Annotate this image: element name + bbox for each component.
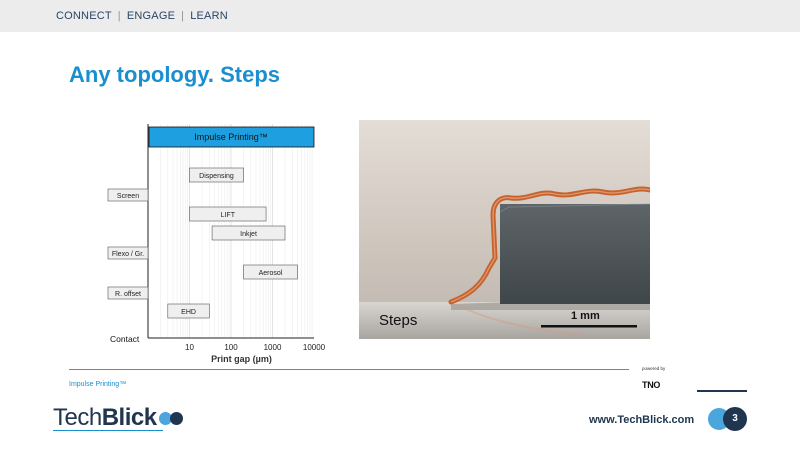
chart-bar-label: Impulse Printing™	[194, 132, 268, 142]
chart-x-tick-label: 10000	[303, 343, 326, 352]
website-link[interactable]: www.TechBlick.com	[589, 414, 695, 426]
photo-caption: Steps	[379, 312, 418, 329]
chart-y-category-label: Screen	[117, 193, 139, 200]
logo-text-light: Tech	[53, 404, 102, 431]
chart-bar	[243, 264, 298, 280]
chart-y-category-label: Contact	[110, 334, 140, 344]
nav-item-connect[interactable]: CONNECT	[56, 10, 112, 22]
chart-bar	[189, 206, 267, 222]
chart-x-tick-label: 1000	[264, 343, 282, 352]
logo-text-bold: Blick	[101, 404, 157, 431]
chart-bar	[167, 303, 210, 319]
tno-logo: TNO	[642, 380, 661, 390]
chart-bar-label: Inkjet	[240, 231, 257, 238]
logo-dots-icon	[158, 411, 183, 425]
chart-bar	[211, 225, 286, 241]
top-nav: CONNECT | ENGAGE | LEARN	[56, 10, 228, 22]
scale-bar-label: 1 mm	[571, 310, 600, 322]
steps-image	[359, 120, 650, 339]
steps-photo: Steps 1 mm	[359, 120, 650, 339]
nav-item-engage[interactable]: ENGAGE	[126, 10, 176, 22]
chart-y-category-box	[107, 246, 149, 260]
page-indicator: 3	[708, 407, 748, 431]
nav-separator: |	[181, 10, 185, 22]
chart-bar-highlight	[148, 126, 315, 148]
chart-y-category-box	[107, 286, 149, 300]
chart-bar	[189, 167, 244, 183]
powered-by-label: powered by	[642, 366, 666, 371]
nav-item-learn[interactable]: LEARN	[190, 10, 228, 22]
chart-y-category-label: Flexo / Gr.	[112, 251, 144, 258]
logo-underline	[53, 430, 163, 431]
chart-bar-label: Aerosol	[259, 270, 283, 277]
chart-y-category-box	[107, 188, 149, 202]
page-number: 3	[723, 407, 747, 431]
footer-topic-label: Impulse Printing™	[69, 381, 127, 388]
footer-divider	[69, 369, 629, 370]
chart-y-category-label: R. offset	[115, 291, 141, 298]
chart-x-tick-label: 10	[185, 343, 194, 352]
top-bar: CONNECT | ENGAGE | LEARN	[0, 0, 800, 32]
chart-bar-label: EHD	[181, 309, 196, 316]
right-divider	[697, 390, 747, 392]
nav-separator: |	[117, 10, 121, 22]
slide-title: Any topology. Steps	[69, 62, 281, 87]
chart-bar-label: Dispensing	[199, 173, 234, 180]
chart-x-tick-label: 100	[224, 343, 238, 352]
chart-bar-label: LIFT	[221, 212, 236, 219]
chart-x-axis-label: Print gap (µm)	[211, 354, 272, 364]
